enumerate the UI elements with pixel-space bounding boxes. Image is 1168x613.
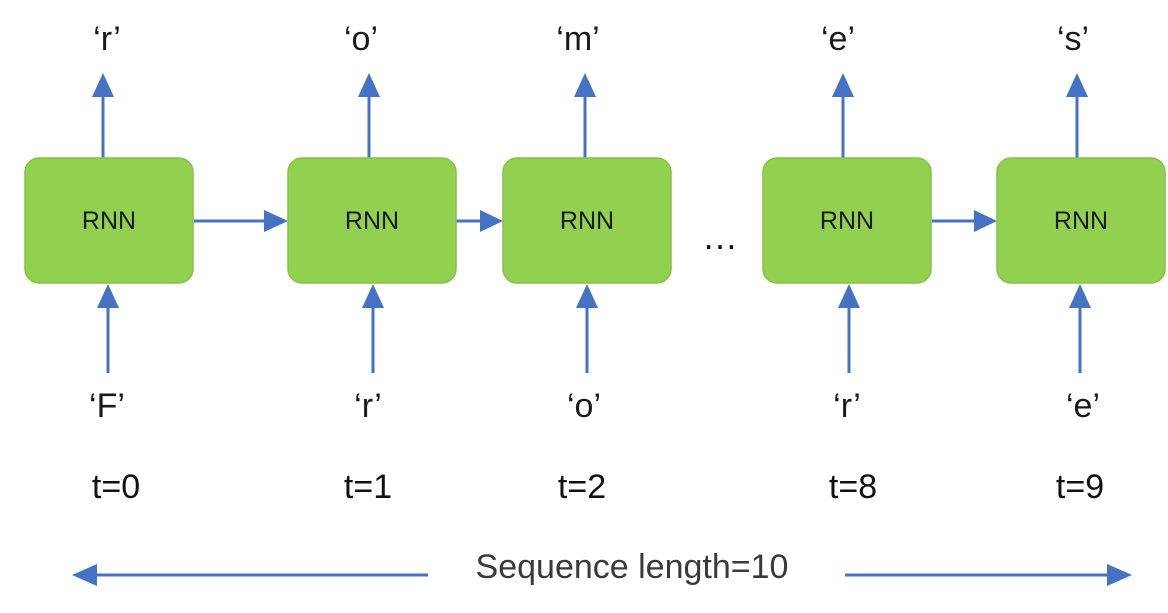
- input-arrow: [576, 284, 598, 373]
- rnn-cell: RNN: [762, 157, 932, 284]
- ellipsis: …: [702, 216, 738, 257]
- time-step-label: t=1: [344, 468, 392, 506]
- output-char: ‘o’: [344, 20, 378, 58]
- input-arrow: [97, 284, 119, 373]
- input-arrows: [97, 284, 1091, 373]
- output-char: ‘s’: [1057, 20, 1089, 58]
- sequence-length-label: Sequence length=10: [476, 548, 789, 586]
- output-arrow: [1066, 73, 1088, 158]
- input-char: ‘o’: [567, 387, 601, 425]
- recurrent-arrow: [456, 210, 503, 232]
- rnn-cell-label: RNN: [820, 207, 874, 235]
- output-labels: ‘r’ ‘o’ ‘m’ ‘e’ ‘s’: [93, 20, 1089, 58]
- output-arrow: [574, 73, 596, 158]
- sequence-length-indicator: Sequence length=10: [72, 548, 1132, 586]
- recurrent-arrow: [932, 210, 997, 232]
- time-step-label: t=8: [829, 468, 877, 506]
- rnn-cell: RNN: [287, 157, 457, 284]
- rnn-cell-label: RNN: [560, 207, 614, 235]
- recurrent-arrow: [194, 210, 288, 232]
- input-char: ‘F’: [89, 387, 125, 425]
- left-arrow: [72, 564, 428, 586]
- rnn-cell: RNN: [996, 157, 1166, 284]
- rnn-cell-label: RNN: [1054, 207, 1108, 235]
- input-arrow: [838, 284, 860, 373]
- input-arrow: [1069, 284, 1091, 373]
- right-arrow: [845, 564, 1132, 586]
- input-char: ‘r’: [354, 387, 382, 425]
- rnn-cell: RNN: [24, 157, 194, 284]
- input-char: ‘r’: [833, 387, 861, 425]
- time-labels: t=0 t=1 t=2 t=8 t=9: [92, 468, 1104, 506]
- time-step-label: t=0: [92, 468, 140, 506]
- output-arrow: [358, 73, 380, 158]
- input-char: ‘e’: [1066, 387, 1100, 425]
- rnn-cell-label: RNN: [345, 207, 399, 235]
- output-char: ‘r’: [93, 20, 121, 58]
- input-arrow: [362, 284, 384, 373]
- rnn-cell: RNN: [502, 157, 672, 284]
- rnn-cell-label: RNN: [82, 207, 136, 235]
- recurrent-arrows: [194, 210, 997, 232]
- input-labels: ‘F’ ‘r’ ‘o’ ‘r’ ‘e’: [89, 387, 1100, 425]
- time-step-label: t=2: [558, 468, 606, 506]
- output-arrow: [832, 73, 854, 158]
- output-char: ‘e’: [821, 20, 855, 58]
- time-step-label: t=9: [1056, 468, 1104, 506]
- output-arrows: [92, 73, 1088, 158]
- output-arrow: [92, 73, 114, 158]
- output-char: ‘m’: [556, 20, 599, 58]
